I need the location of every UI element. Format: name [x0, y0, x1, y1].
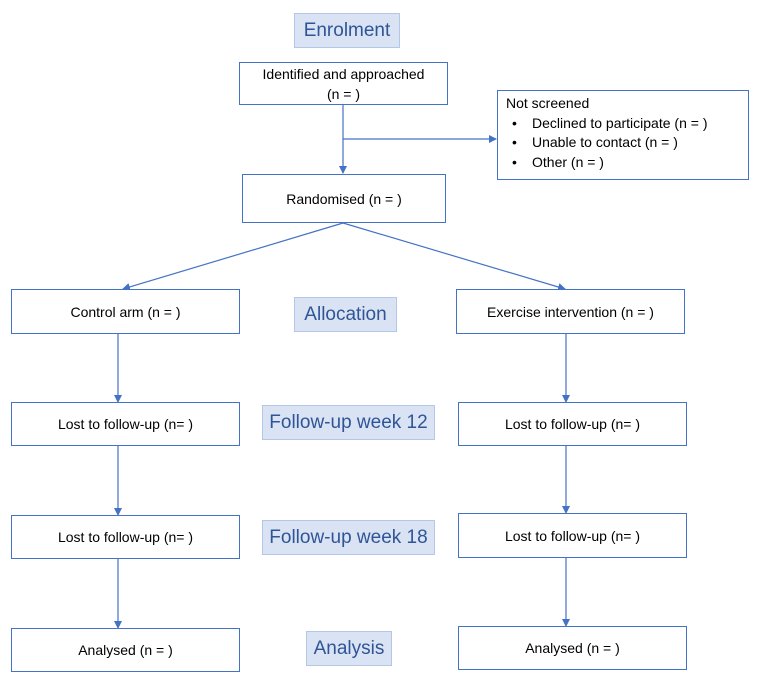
control-lost-week12-box: Lost to follow-up (n= )	[11, 402, 240, 446]
control-arm-box: Control arm (n = )	[11, 289, 240, 334]
identified-count: (n = )	[326, 85, 361, 102]
exercise-analysed-box: Analysed (n = )	[458, 626, 687, 670]
exercise-lost-week12-box: Lost to follow-up (n= )	[458, 402, 687, 446]
stage-label-allocation: Allocation	[294, 297, 397, 332]
stage-label-followup-week-18: Follow-up week 18	[262, 520, 435, 555]
not-screened-item: •Unable to contact (n = )	[512, 133, 740, 153]
control-lost-week18-box: Lost to follow-up (n= )	[11, 515, 240, 559]
not-screened-list: •Declined to participate (n = ) •Unable …	[506, 114, 740, 173]
stage-label-enrolment: Enrolment	[294, 13, 400, 48]
arrow-randomised-to-control	[122, 222, 344, 291]
not-screened-box: Not screened •Declined to participate (n…	[497, 90, 749, 180]
not-screened-item: •Declined to participate (n = )	[512, 114, 740, 134]
arrow-randomised-to-exercise	[342, 222, 566, 291]
not-screened-title: Not screened	[506, 95, 590, 111]
exercise-lost-week18-box: Lost to follow-up (n= )	[458, 513, 687, 558]
stage-label-analysis: Analysis	[306, 631, 392, 666]
control-analysed-box: Analysed (n = )	[11, 628, 240, 672]
exercise-arm-box: Exercise intervention (n = )	[456, 289, 685, 334]
bullet-icon: •	[512, 153, 517, 170]
randomised-box: Randomised (n = )	[242, 174, 446, 223]
stage-label-followup-week-12: Follow-up week 12	[262, 405, 435, 440]
bullet-icon: •	[512, 114, 517, 131]
not-screened-item: •Other (n = )	[512, 153, 740, 173]
identified-label: Identified and approached	[262, 65, 425, 82]
identified-box: Identified and approached (n = )	[239, 62, 448, 105]
bullet-icon: •	[512, 134, 517, 150]
